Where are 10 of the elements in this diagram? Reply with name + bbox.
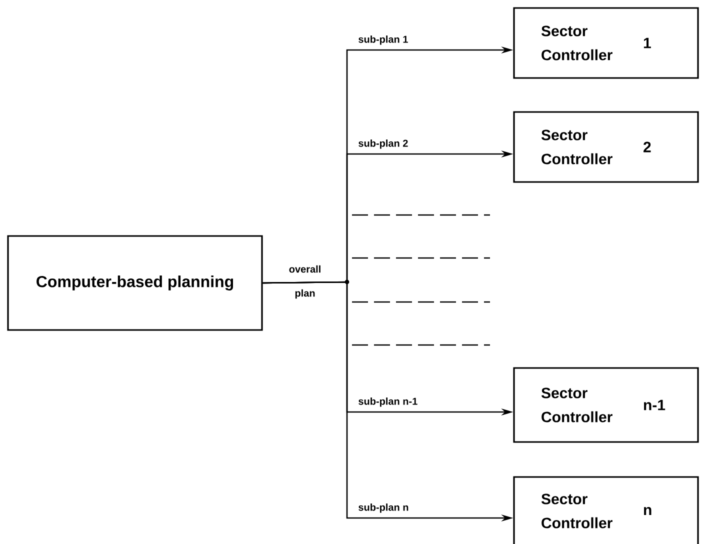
planning-box: Computer-based planning: [7, 235, 263, 331]
edge-label: sub-plan 2: [358, 139, 408, 149]
controller-box: Sector Controller n-1: [513, 367, 699, 443]
controller-box: Sector Controller 2: [513, 111, 699, 183]
controller-box: Sector Controller n: [513, 476, 699, 544]
edge-label: sub-plan 1: [358, 35, 408, 45]
controller-box: Sector Controller 1: [513, 7, 699, 79]
edge-label: sub-plan n: [358, 503, 408, 513]
trunk-label: overall plan: [289, 265, 320, 299]
edge-label: sub-plan n-1: [358, 397, 418, 407]
